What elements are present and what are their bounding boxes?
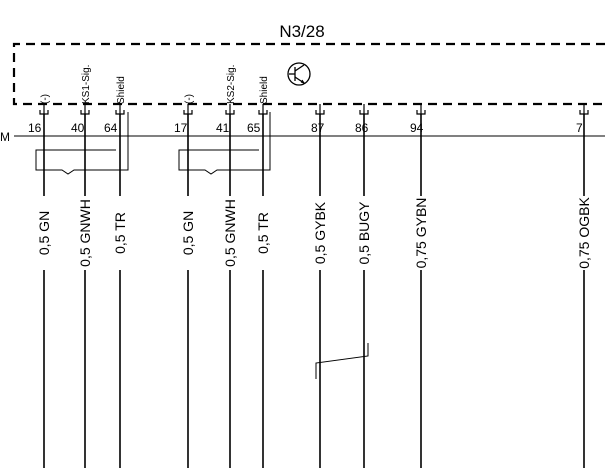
shield-braid-2 (178, 112, 271, 175)
pin-number-9: 94 (410, 121, 424, 135)
wire-spec-10: 0,75 OGBK (576, 197, 592, 269)
wire-spec-4: 0,5 GN (180, 211, 196, 255)
wire-spec-7: 0,5 GYBK (312, 201, 328, 264)
pin-signal-2: KS1-Sig. (81, 65, 92, 104)
wire-spec-1: 0,5 GN (36, 211, 52, 255)
transistor-icon (287, 62, 311, 86)
pin-number-3: 64 (104, 121, 118, 135)
pin-number-2: 40 (71, 121, 85, 135)
wire-spec-5: 0,5 GNWH (222, 199, 238, 267)
pin-number-5: 41 (216, 121, 230, 135)
shield-braid-1 (35, 112, 129, 175)
pin-signal-5: KS2-Sig. (226, 65, 237, 104)
wire-spec-6: 0,5 TR (255, 212, 271, 254)
left-edge-label: M (0, 130, 10, 144)
pin-signal-4: (-) (184, 94, 195, 104)
pin-number-6: 65 (247, 121, 261, 135)
wire-spec-9: 0,75 GYBN (413, 198, 429, 269)
pin-number-1: 16 (28, 121, 42, 135)
pin-number-7: 87 (311, 121, 325, 135)
pin-number-4: 17 (174, 121, 188, 135)
wire-crossover (315, 343, 369, 379)
wire-spec-3: 0,5 TR (112, 212, 128, 254)
pin-signal-6: Shield (259, 76, 270, 104)
pin-number-8: 86 (355, 121, 369, 135)
pin-signal-1: (-) (40, 94, 51, 104)
wire-spec-8: 0,5 BUGY (356, 201, 372, 265)
wire-spec-2: 0,5 GNWH (77, 199, 93, 267)
pin-signal-3: Shield (116, 76, 127, 104)
pin-number-10: 7 (576, 121, 583, 135)
component-title: N3/28 (279, 22, 324, 41)
component-boundary (12, 42, 605, 106)
